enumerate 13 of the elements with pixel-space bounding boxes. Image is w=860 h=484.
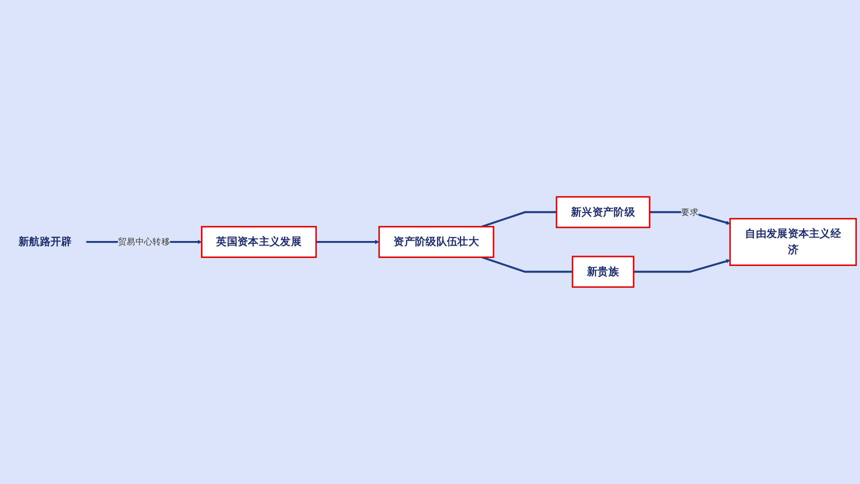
arrow	[316, 240, 380, 244]
arrow	[650, 211, 730, 225]
edge-label: 贸易中心转移	[118, 236, 170, 248]
node-box: 英国资本主义发展	[200, 226, 317, 258]
arrow	[634, 259, 730, 273]
connector	[481, 256, 573, 273]
node-text: 新航路开辟	[18, 236, 72, 248]
connector	[481, 211, 557, 228]
node-box: 新兴资产阶级	[556, 196, 650, 228]
node-box: 自由发展资本主义经济	[729, 218, 857, 266]
node-box: 新贵族	[572, 256, 634, 288]
node-box: 资产阶级队伍壮大	[378, 226, 494, 258]
edge-label: 要求	[681, 207, 699, 218]
